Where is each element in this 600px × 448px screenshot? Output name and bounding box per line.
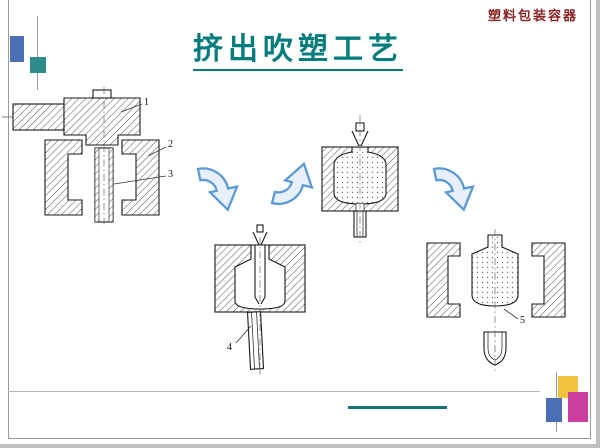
slide-title-text: 挤出吹塑工艺: [193, 33, 403, 71]
stage-blow: [321, 115, 399, 243]
part-label-5: 5: [520, 315, 525, 326]
part-label-4: 4: [227, 342, 232, 353]
part-label-1: 1: [144, 97, 149, 108]
die-bolt: [92, 89, 112, 99]
decor-line-top-left: [37, 16, 38, 90]
footer-accent-bar: [348, 406, 447, 409]
part-label-3: 3: [168, 169, 173, 180]
process-arrow-3: [432, 160, 479, 216]
mold-half-left: [44, 139, 83, 216]
process-arrow-1: [196, 160, 243, 216]
brand-text: 塑料包装容器: [487, 8, 578, 23]
open-mold-left: [426, 242, 461, 318]
decor-square-magenta: [568, 392, 588, 422]
open-mold-right: [531, 242, 566, 318]
mold-half-right: [121, 139, 160, 216]
decor-square-blue-bottom: [546, 398, 562, 422]
die-head: [63, 97, 141, 146]
blow-pin: [256, 224, 264, 233]
decor-square-blue-top: [10, 36, 24, 62]
stage-mold-close: [214, 224, 306, 377]
part-label-2: 2: [168, 139, 173, 150]
stage-eject: [426, 229, 566, 373]
process-arrow-2: [270, 157, 319, 214]
decor-square-teal-top: [30, 57, 46, 73]
stage-extrusion: [2, 87, 167, 227]
extruder-screw: [12, 103, 65, 131]
slide-title: 挤出吹塑工艺: [0, 24, 596, 71]
footer-divider-line: [8, 391, 540, 392]
parison-tail: [246, 311, 265, 370]
process-diagram: 1 2 3 4: [2, 87, 566, 377]
